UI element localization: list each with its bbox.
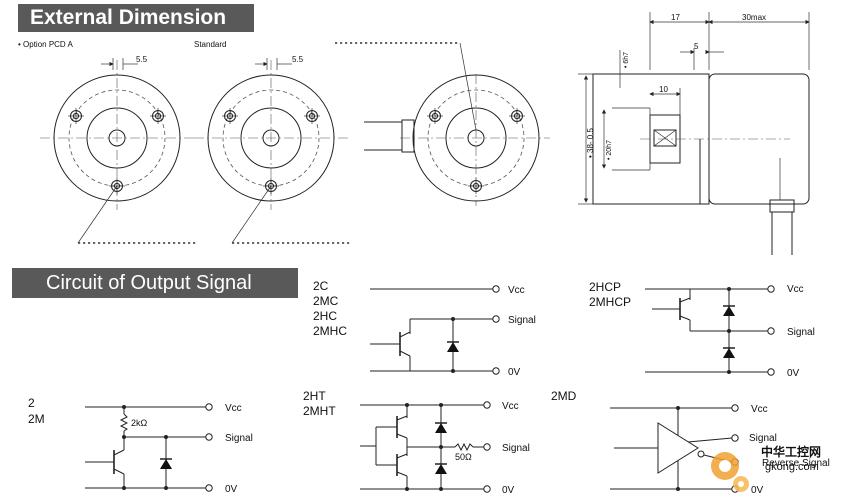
dim-10: 10 [659, 85, 668, 94]
circuit-output-banner: Circuit of Output Signal [12, 268, 298, 298]
c1-model-2: 2HC [313, 309, 337, 323]
c4-signal: Signal [502, 443, 530, 454]
dim-6h7: • 6h7 [623, 52, 630, 68]
c4-resistor: 50Ω [455, 452, 472, 462]
c2-model-1: 2MHCP [589, 295, 631, 309]
dim-30max: 30max [742, 13, 766, 22]
c4-model-1: 2MHT [303, 404, 336, 418]
c4-model-0: 2HT [303, 389, 326, 403]
c4-vcc: Vcc [502, 401, 519, 412]
c5-vcc: Vcc [751, 404, 768, 415]
c1-0v: 0V [508, 367, 521, 378]
front-view-standard: 5.5 [194, 55, 352, 244]
c3-vcc: Vcc [225, 403, 242, 414]
front-view-option: 5.5 [40, 55, 198, 244]
standard-label: Standard [194, 40, 226, 49]
circuit-2: 2 2M 2kΩ Vcc Signal 0V [28, 396, 253, 495]
dim-5: 5 [694, 42, 699, 51]
c2-0v: 0V [787, 368, 800, 379]
c2-vcc: Vcc [787, 284, 804, 295]
circuit-2ht: 2HT 2MHT 50Ω Vcc Signal 0V [303, 389, 530, 496]
dim-17: 17 [671, 13, 680, 22]
c3-signal: Signal [225, 433, 253, 444]
dim-5-5-b: 5.5 [292, 55, 304, 64]
side-view: 17 30max 5 10 • 6h7 • 38- 0.5 • 20h7 [578, 12, 810, 255]
watermark-url: gkong.com [765, 461, 819, 473]
c5-reverse-signal: Reverse Signal [762, 458, 830, 469]
external-dimension-banner: External Dimension [18, 4, 254, 32]
c1-model-1: 2MC [313, 294, 339, 308]
watermark-cn: 中华工控网 [761, 444, 821, 459]
gkong-watermark: 中华工控网 gkong.com [711, 444, 821, 492]
c3-model-1: 2M [28, 412, 45, 426]
c3-resistor: 2kΩ [131, 418, 148, 428]
c5-0v: 0V [751, 485, 764, 496]
c3-0v: 0V [225, 484, 238, 495]
option-pcd-label: • Option PCD A [18, 40, 73, 49]
gear-logo-icon [711, 452, 749, 492]
c2-model-0: 2HCP [589, 280, 621, 294]
c1-vcc: Vcc [508, 285, 525, 296]
dim-20h7: • 20h7 [606, 140, 613, 160]
c2-signal: Signal [787, 327, 815, 338]
dim-38: • 38- 0.5 [586, 128, 595, 158]
c3-model-0: 2 [28, 396, 35, 410]
c4-0v: 0V [502, 485, 515, 496]
dim-5-5-a: 5.5 [136, 55, 148, 64]
front-view-cable [335, 42, 550, 206]
c1-model-0: 2C [313, 279, 329, 293]
c5-model-0: 2MD [551, 389, 577, 403]
c5-signal: Signal [749, 433, 777, 444]
circuit-2hcp: 2HCP 2MHCP Vcc Signal 0V [589, 280, 815, 379]
c1-signal: Signal [508, 315, 536, 326]
c1-model-3: 2MHC [313, 324, 347, 338]
circuit-2c: 2C 2MC 2HC 2MHC Vcc Signal 0V [313, 279, 536, 378]
